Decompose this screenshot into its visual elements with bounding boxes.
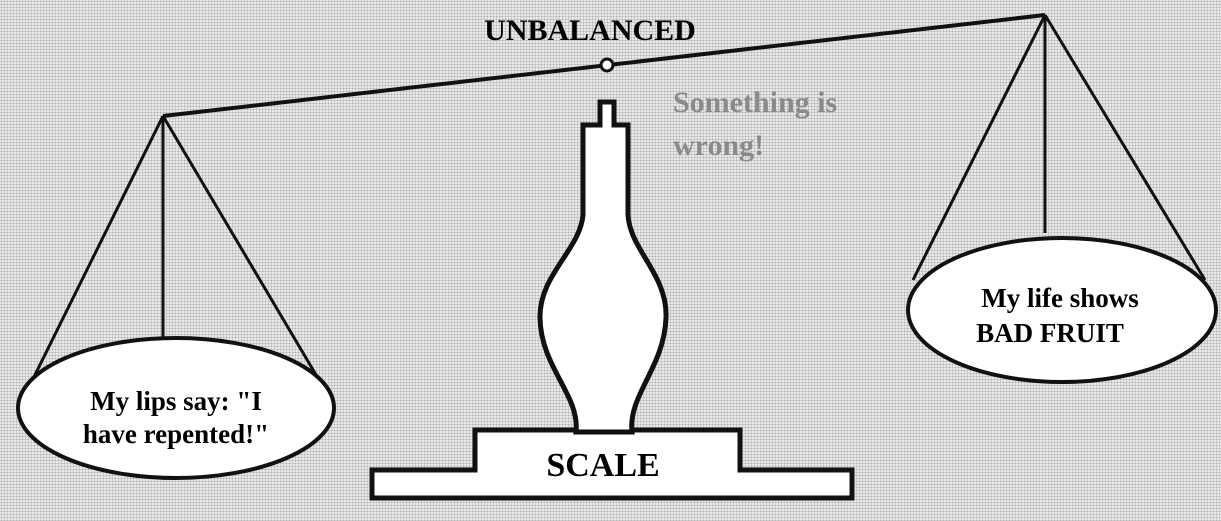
left-pan-label-line2: have repented!": [83, 419, 269, 449]
diagram-title: UNBALANCED: [484, 14, 696, 47]
base-label: SCALE: [546, 447, 659, 484]
beam-pivot: [599, 57, 615, 73]
scale-base: [369, 427, 855, 501]
left-pan-label-line1: My lips say: "I: [90, 386, 262, 416]
note-line1: Something is: [673, 86, 837, 119]
right-pan-strings: [911, 14, 1207, 281]
right-pan-label-line1: My life shows: [981, 283, 1139, 313]
right-pan: [906, 236, 1218, 384]
left-pan-strings: [28, 115, 324, 386]
left-pan: [16, 336, 336, 480]
right-pan-label-line2: BAD FRUIT: [976, 318, 1124, 348]
scale-column: [537, 99, 669, 435]
note-line2: wrong!: [673, 129, 764, 162]
